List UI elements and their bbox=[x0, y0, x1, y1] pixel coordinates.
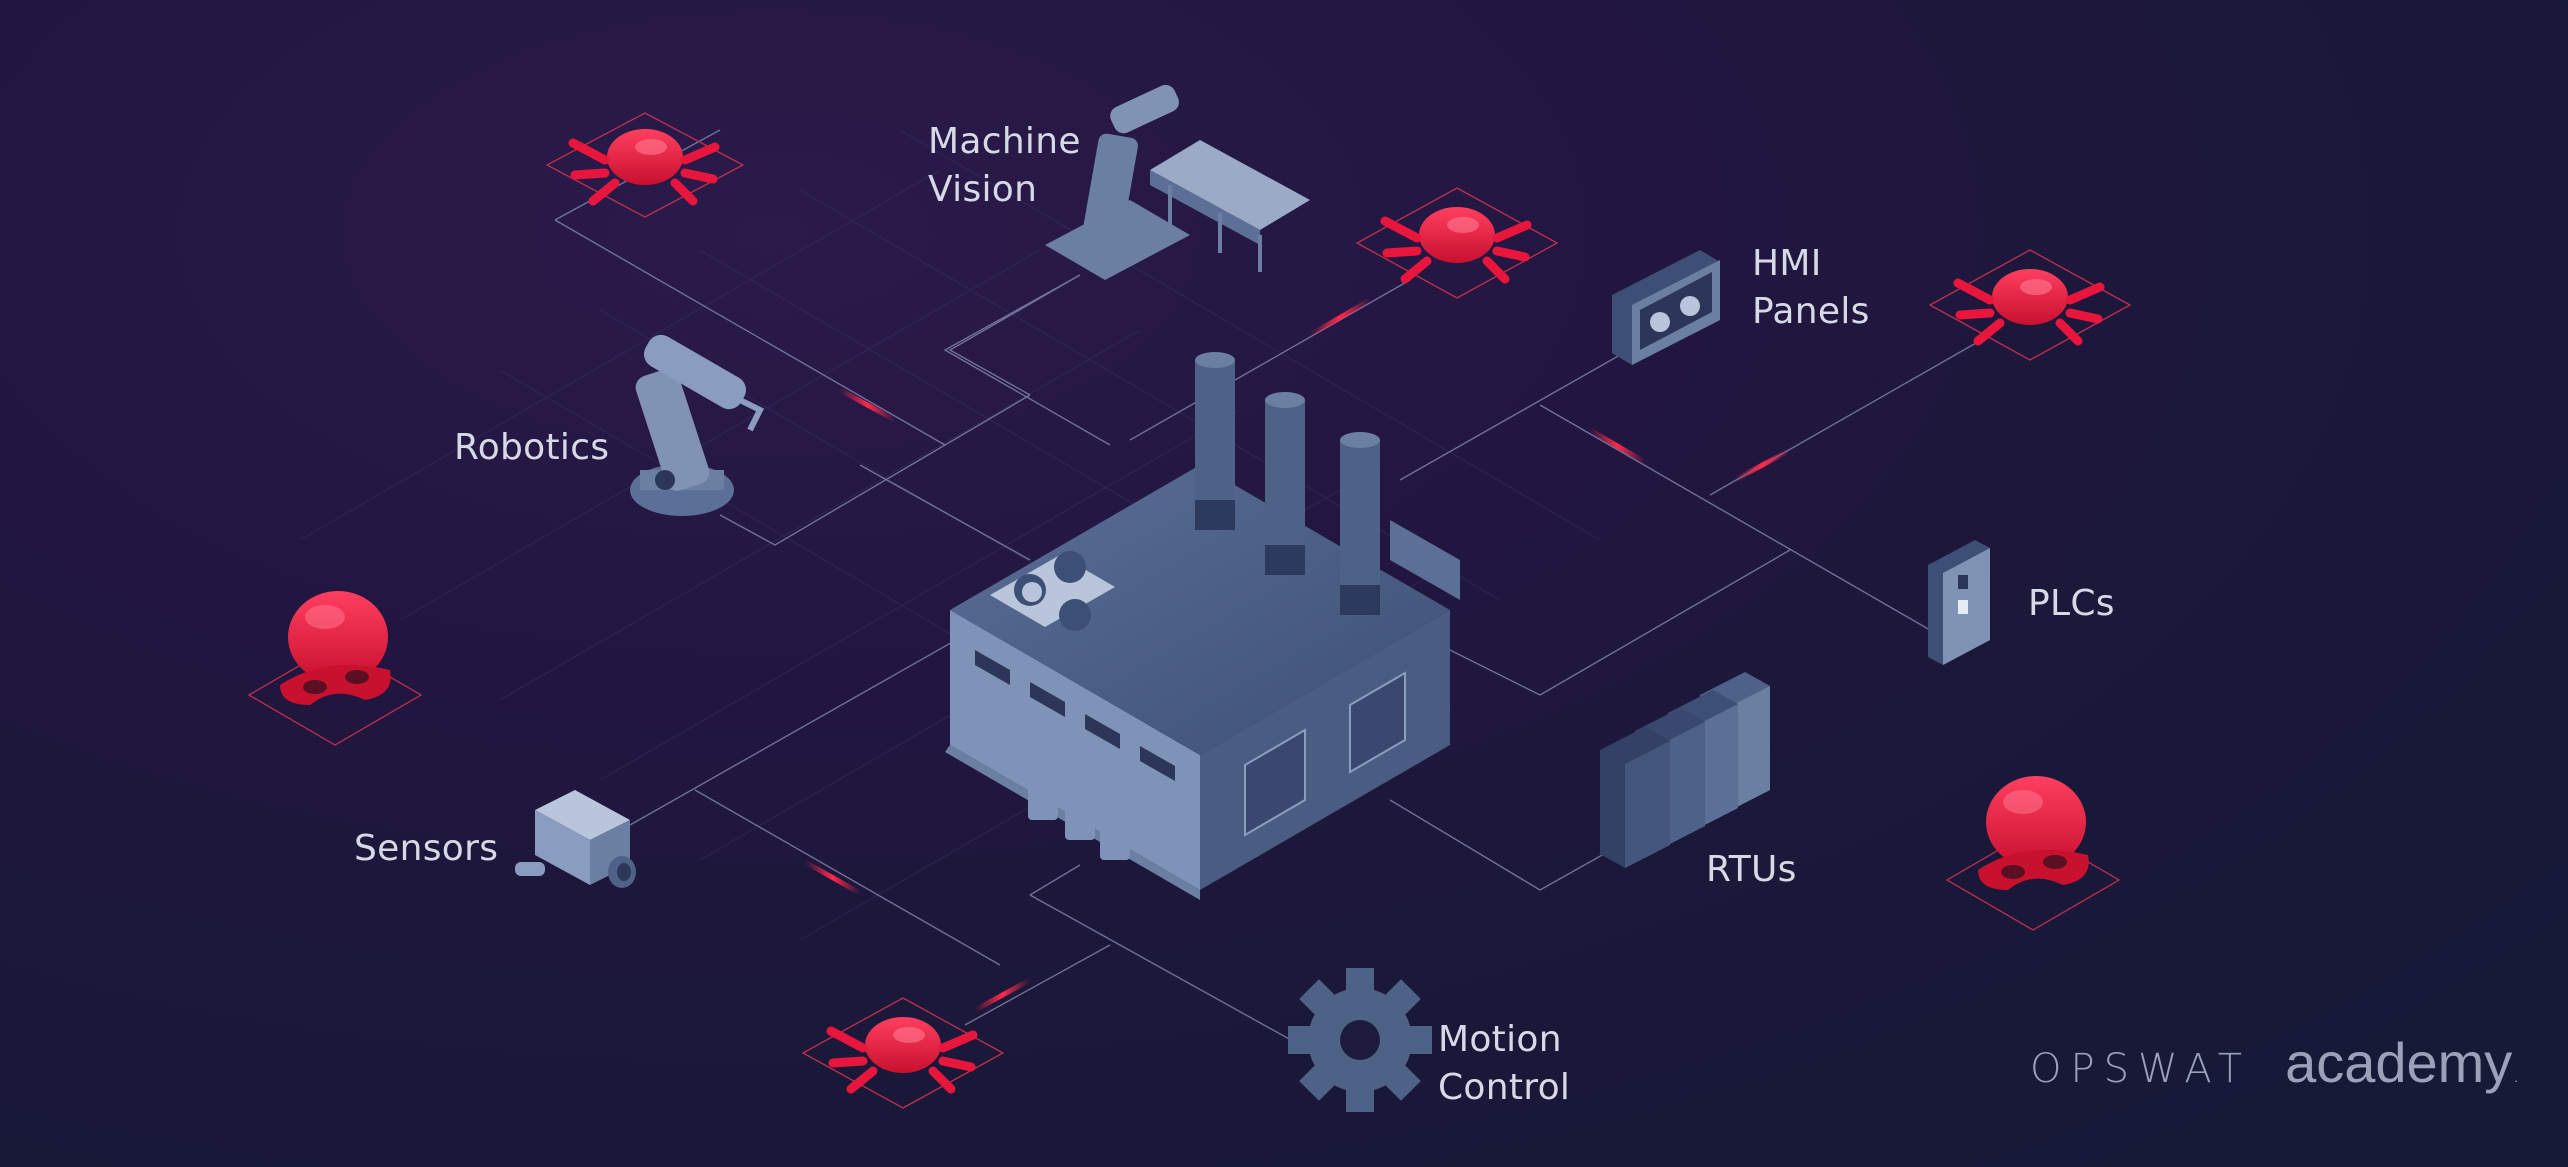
label-rtus: RTUs bbox=[1706, 846, 1797, 894]
label-robotics-text: Robotics bbox=[454, 427, 610, 468]
brand-product: academy. bbox=[2285, 1030, 2518, 1095]
bug-icon bbox=[801, 997, 1005, 1109]
label-hmi-line1: HMI bbox=[1752, 243, 1822, 284]
rtu-rack-icon bbox=[1600, 672, 1770, 868]
label-rtus-text: RTUs bbox=[1706, 849, 1797, 890]
roof-fans bbox=[990, 551, 1115, 631]
hacker-mask-icon bbox=[1945, 776, 2121, 931]
line-rtu bbox=[1389, 799, 1621, 891]
bug-icon bbox=[545, 112, 745, 218]
label-machine-vision-line1: Machine bbox=[928, 121, 1081, 162]
hacker-mask-icon bbox=[247, 591, 423, 746]
factory-icon bbox=[945, 352, 1460, 900]
robot-arm-icon bbox=[630, 334, 765, 516]
label-motion-control: Motion Control bbox=[1438, 1016, 1570, 1112]
brand-mark: . bbox=[2514, 1069, 2519, 1085]
label-hmi-panels: HMI Panels bbox=[1752, 240, 1870, 336]
label-sensors: Sensors bbox=[354, 825, 498, 873]
line-top-left-bug bbox=[554, 219, 946, 446]
label-machine-vision: Machine Vision bbox=[928, 118, 1081, 214]
label-motion-line2: Control bbox=[1438, 1067, 1571, 1108]
hmi-panel-icon bbox=[1612, 250, 1720, 365]
label-sensors-text: Sensors bbox=[354, 828, 499, 869]
label-machine-vision-line2: Vision bbox=[928, 169, 1038, 210]
plc-icon bbox=[1928, 540, 1990, 665]
brand-logo: OPSWAT academy. bbox=[2030, 1030, 2518, 1100]
barrels bbox=[1028, 775, 1130, 860]
brand-name: OPSWAT bbox=[2030, 1046, 2252, 1092]
line-bottom-bug bbox=[964, 944, 1111, 1026]
line-hmi bbox=[1399, 354, 1621, 481]
robot-arm-conveyor-icon bbox=[1045, 84, 1310, 280]
camera-sensor-icon bbox=[515, 790, 636, 888]
gear-icon bbox=[1288, 968, 1432, 1112]
label-hmi-line2: Panels bbox=[1752, 291, 1870, 332]
bug-icon bbox=[1355, 187, 1559, 299]
line-robotics bbox=[719, 394, 1031, 546]
bug-icon bbox=[1928, 249, 2132, 361]
line-motion bbox=[1029, 894, 1301, 1046]
brand-product-text: academy bbox=[2285, 1031, 2513, 1094]
line-plc bbox=[1539, 549, 1791, 696]
label-plcs-text: PLCs bbox=[2028, 583, 2115, 624]
label-motion-line1: Motion bbox=[1438, 1019, 1562, 1060]
line-machine-vision bbox=[943, 274, 1111, 446]
line-sensors bbox=[629, 614, 1001, 826]
label-robotics: Robotics bbox=[454, 424, 609, 472]
smokestacks bbox=[1195, 352, 1380, 615]
label-plcs: PLCs bbox=[2028, 580, 2115, 628]
threat-pulses bbox=[802, 297, 1793, 1013]
